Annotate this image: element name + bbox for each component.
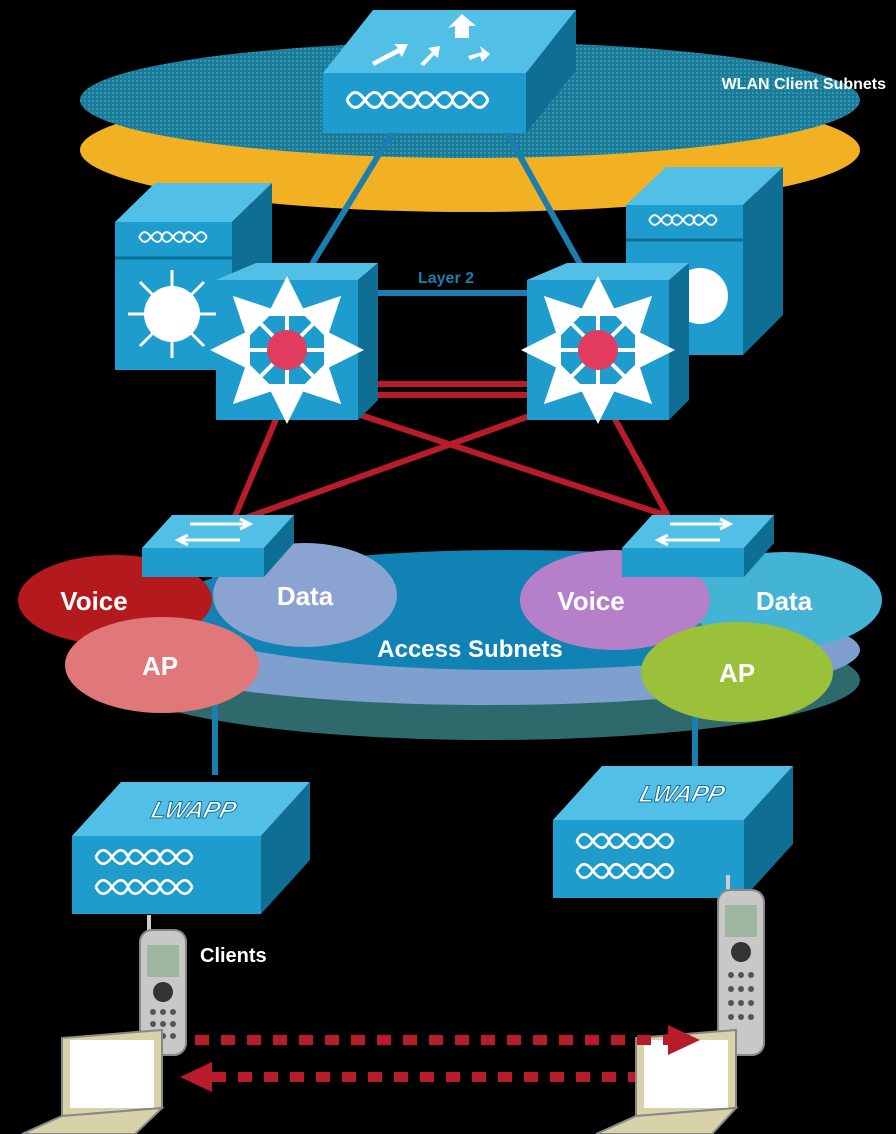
voice-label-left: Voice: [60, 586, 127, 616]
layer2-label: Layer 2: [418, 270, 474, 287]
router-icon: [323, 10, 576, 133]
lwapp-label-left: LWAPP: [148, 797, 240, 824]
multilayer-switch-icon: [521, 263, 689, 424]
clients-label: Clients: [200, 945, 267, 967]
ip-phone-icon: [139, 915, 187, 1056]
client-roaming-arrows: [180, 1025, 700, 1092]
data-label-right: Data: [756, 586, 813, 616]
voice-label-right: Voice: [557, 586, 624, 616]
workgroup-switch-icon: [142, 515, 294, 577]
lwapp-access-point-icon: LWAPP: [72, 782, 310, 914]
lwapp-access-point-icon: LWAPP: [553, 766, 793, 898]
multilayer-switch-icon: [210, 263, 378, 424]
laptop-icon: [595, 1028, 739, 1134]
access-subnets-label: Access Subnets: [377, 636, 562, 663]
laptop-icon: [21, 1028, 165, 1134]
workgroup-switch-icon: [622, 515, 774, 577]
lwapp-label-right: LWAPP: [637, 781, 729, 808]
ap-label-right: AP: [719, 658, 755, 688]
ip-phone-icon: [717, 875, 765, 1056]
wlan-client-subnets-label: WLAN Client Subnets: [722, 76, 887, 93]
data-label-left: Data: [277, 581, 334, 611]
ap-label-left: AP: [142, 651, 178, 681]
